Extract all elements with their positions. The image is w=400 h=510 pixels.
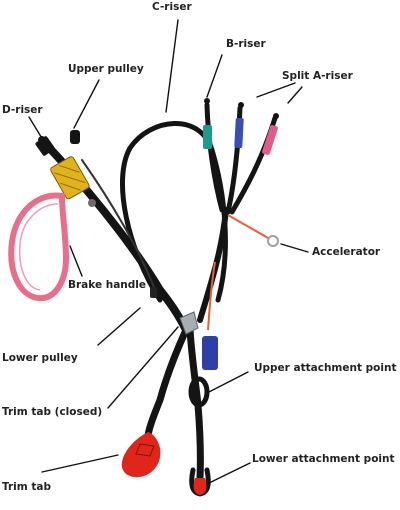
leader-upper-pulley <box>73 79 100 129</box>
label-trim-tab: Trim tab <box>2 481 52 493</box>
b-riser-tip <box>204 98 210 104</box>
a-riser-tip-1 <box>238 102 244 108</box>
b-riser-strap <box>204 102 225 213</box>
trim-tab <box>121 432 161 478</box>
label-upper-pulley: Upper pulley <box>68 63 144 75</box>
upper-attachment-loop <box>188 376 210 408</box>
label-upper-attachment-point: Upper attachment point <box>254 362 397 374</box>
leader-split-a-riser-2 <box>287 86 303 104</box>
leader-brake-handle <box>69 245 83 277</box>
label-brake-handle: Brake handle <box>68 279 147 291</box>
brake-handle-inner <box>18 203 59 291</box>
leader-lower-attachment <box>206 462 251 485</box>
lower-pulley <box>150 287 157 298</box>
accelerator-ring <box>267 235 279 247</box>
leader-accelerator <box>280 243 309 253</box>
leader-lower-pulley <box>97 307 141 346</box>
brake-holder <box>50 156 90 200</box>
label-d-riser: D-riser <box>2 104 43 116</box>
leader-b-riser <box>206 54 223 98</box>
pulley-snap <box>88 199 96 207</box>
brake-handle <box>8 192 70 302</box>
a-riser-marker-pink <box>262 125 278 155</box>
leader-d-riser <box>28 116 44 141</box>
leader-lines <box>28 19 309 485</box>
label-lower-attachment-point: Lower attachment point <box>252 453 395 465</box>
label-b-riser: B-riser <box>226 38 266 50</box>
leader-trim-tab-closed <box>107 326 179 409</box>
trim-strap <box>144 326 190 439</box>
label-split-a-riser: Split A-riser <box>282 70 353 82</box>
leader-upper-attachment <box>206 371 249 394</box>
accelerator-lower-line <box>207 261 216 331</box>
d-riser-top <box>35 136 55 156</box>
a-riser-marker-blue <box>234 117 244 149</box>
blue-sleeve <box>202 336 218 370</box>
label-accelerator: Accelerator <box>312 246 381 258</box>
label-trim-tab-closed: Trim tab (closed) <box>2 406 103 418</box>
brake-line <box>81 159 156 291</box>
label-c-riser: C-riser <box>152 1 192 13</box>
riser-trunk <box>197 207 229 323</box>
a-riser-tip-2 <box>273 113 279 119</box>
leader-c-riser <box>165 19 179 113</box>
lower-attachment-tip <box>193 478 207 495</box>
leader-trim-tab <box>41 454 119 473</box>
b-riser-marker <box>203 125 212 149</box>
trim-buckle <box>179 311 199 335</box>
accelerator-line <box>227 214 269 239</box>
leader-split-a-riser-1 <box>256 82 296 98</box>
upper-pulley <box>70 130 80 144</box>
label-lower-pulley: Lower pulley <box>2 352 78 364</box>
